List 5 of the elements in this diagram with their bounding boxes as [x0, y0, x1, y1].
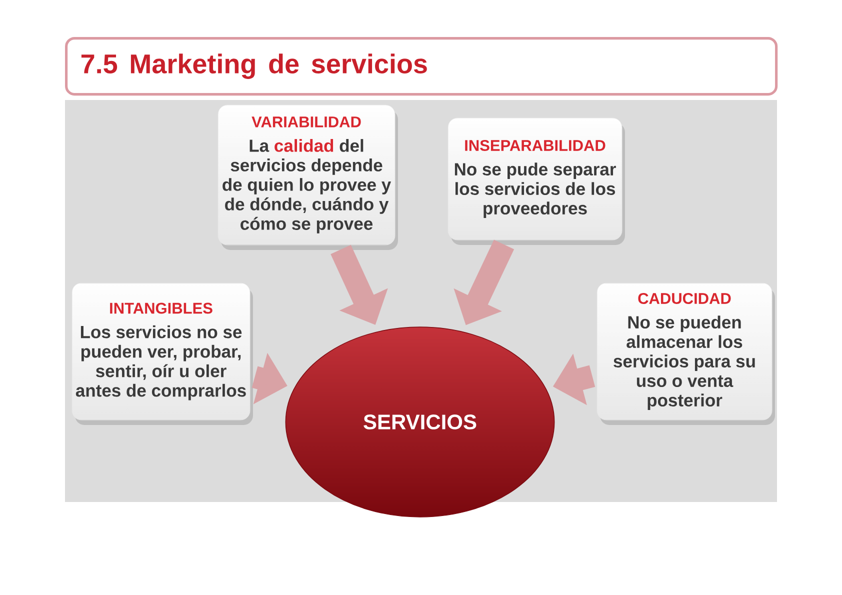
text-box: CADUCIDAD No se pueden almacenar los servicios para su uso o venta posterior [596, 282, 775, 425]
text-box: INTANGIBLES Los servicios no se pueden ver, probar, sentir, oír u oler antes de comprarlos [72, 282, 253, 425]
text-box: INSEPARABILIDAD No se pude separar los servicios de los proveedores [448, 118, 625, 245]
title-bar: 7.5 Marketing de servicios [65, 37, 778, 96]
text-box: VARIABILIDAD La calidad del servicios depende de quien lo provee y de dónde, cuándo y cómo se provee [218, 104, 398, 250]
